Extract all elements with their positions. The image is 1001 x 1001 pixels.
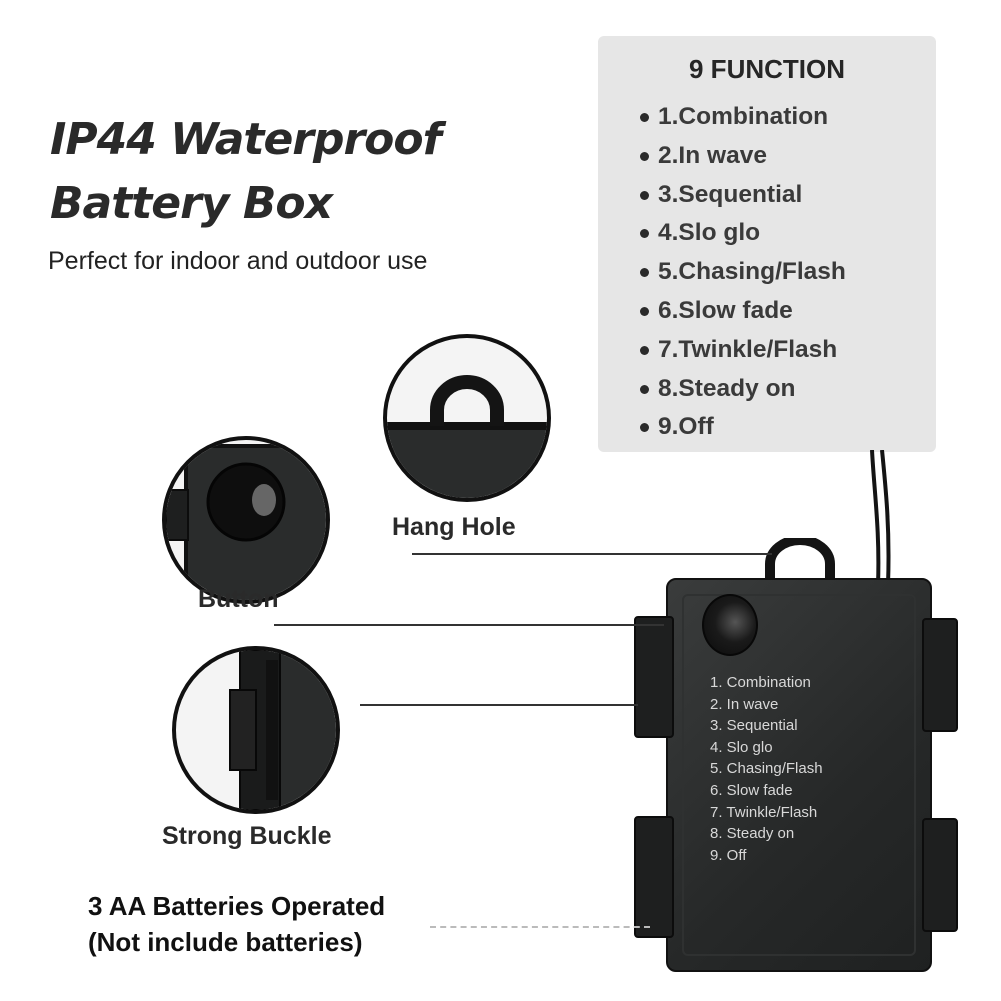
buckle-leader-line bbox=[360, 704, 638, 706]
function-list: 1.Combination 2.In wave 3.Sequential 4.S… bbox=[640, 98, 846, 447]
box-lid-border bbox=[682, 594, 916, 956]
strong-buckle-label: Strong Buckle bbox=[162, 822, 332, 850]
product-title: IP44 Waterproof Battery Box bbox=[50, 108, 570, 236]
right-buckle-bottom-icon bbox=[922, 818, 958, 932]
hang-hole-leader-line bbox=[412, 553, 772, 555]
function-item: 1.Combination bbox=[640, 98, 846, 137]
box-function-label: 1. Combination 2. In wave 3. Sequential … bbox=[710, 672, 823, 866]
box-function-item: 9. Off bbox=[710, 846, 747, 864]
function-item: 7.Twinkle/Flash bbox=[640, 331, 846, 370]
hang-hole-loop-icon bbox=[765, 538, 835, 584]
battery-box-illustration: 1. Combination 2. In wave 3. Sequential … bbox=[666, 578, 932, 972]
box-function-item: 6. Slow fade bbox=[710, 781, 793, 799]
function-item: 8.Steady on bbox=[640, 370, 846, 409]
box-function-item: 2. In wave bbox=[710, 695, 779, 713]
box-function-item: 4. Slo glo bbox=[710, 738, 773, 756]
box-function-item: 1. Combination bbox=[710, 674, 811, 691]
batteries-leader-line bbox=[430, 926, 650, 928]
function-item: 2.In wave bbox=[640, 137, 846, 176]
box-function-item: 5. Chasing/Flash bbox=[710, 760, 823, 778]
button-label: Button bbox=[198, 585, 279, 613]
title-line-1: IP44 Waterproof bbox=[50, 114, 442, 165]
function-item: 3.Sequential bbox=[640, 176, 846, 215]
batteries-line-2: (Not include batteries) bbox=[88, 927, 363, 957]
button-leader-line bbox=[274, 624, 664, 626]
strong-buckle-zoom bbox=[172, 646, 340, 814]
title-line-2: Battery Box bbox=[50, 178, 333, 229]
function-item: 5.Chasing/Flash bbox=[640, 253, 846, 292]
mode-button-icon bbox=[702, 594, 758, 656]
function-heading: 9 FUNCTION bbox=[689, 54, 845, 84]
box-function-item: 3. Sequential bbox=[710, 717, 798, 735]
hang-hole-detail-icon bbox=[387, 375, 547, 498]
product-subtitle: Perfect for indoor and outdoor use bbox=[48, 247, 428, 275]
buckle-detail-icon bbox=[229, 650, 336, 810]
box-function-item: 8. Steady on bbox=[710, 825, 795, 843]
left-buckle-bottom-icon bbox=[634, 816, 674, 938]
function-item: 9.Off bbox=[640, 408, 846, 447]
power-wire-illustration bbox=[870, 450, 891, 586]
function-item: 6.Slow fade bbox=[640, 292, 846, 331]
function-item: 4.Slo glo bbox=[640, 214, 846, 253]
box-function-item: 7. Twinkle/Flash bbox=[710, 803, 818, 821]
button-zoom bbox=[162, 436, 330, 604]
hang-hole-zoom bbox=[383, 334, 551, 502]
button-detail-icon bbox=[166, 444, 326, 600]
right-buckle-top-icon bbox=[922, 618, 958, 732]
batteries-callout: 3 AA Batteries Operated (Not include bat… bbox=[88, 888, 385, 960]
batteries-line-1: 3 AA Batteries Operated bbox=[88, 891, 386, 921]
left-buckle-top-icon bbox=[634, 616, 674, 738]
hang-hole-label: Hang Hole bbox=[392, 513, 516, 541]
function-panel: 9 FUNCTION 1.Combination 2.In wave 3.Seq… bbox=[598, 36, 936, 452]
